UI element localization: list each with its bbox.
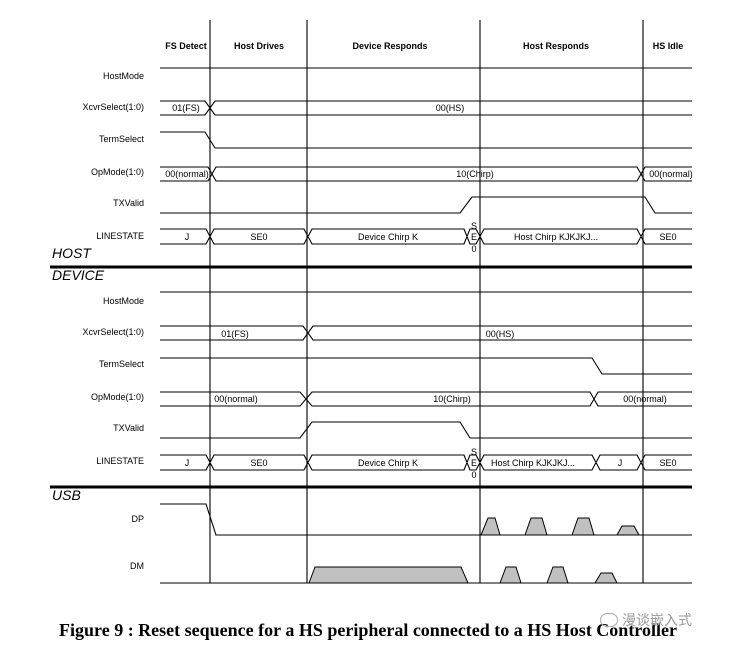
device-linestate-device-chirp: Device Chirp K (358, 458, 418, 468)
host-txvalid-trace (160, 196, 692, 214)
device-opmode-chirp-value: 10(Chirp) (433, 394, 471, 404)
phase-host-drives: Host Drives (234, 41, 284, 51)
figure-caption: Figure 9 : Reset sequence for a HS perip… (59, 620, 677, 640)
device-opmode-normal-value: 00(normal) (214, 394, 258, 404)
chat-bubble-icon (600, 613, 618, 627)
device-xcvr-trace (160, 325, 692, 341)
usb-signal-dp: DP (131, 514, 144, 524)
device-se0-0: 0 (471, 470, 476, 480)
host-signal-termselect: TermSelect (99, 134, 145, 144)
device-signal-xcvrselect: XcvrSelect(1:0) (82, 327, 144, 337)
dm-device-chirp (308, 566, 469, 584)
device-signal-termselect: TermSelect (99, 359, 145, 369)
usb-signal-dm: DM (130, 561, 144, 571)
host-linestate-end-se0: SE0 (659, 232, 676, 242)
host-opmode-normal-value: 00(normal) (165, 169, 209, 179)
device-linestate-trace (160, 454, 692, 471)
dp-pulse-4 (616, 525, 640, 536)
device-se0-s: S (471, 447, 477, 457)
host-signal-opmode: OpMode(1:0) (91, 167, 144, 177)
device-xcvr-fs-value: 01(FS) (221, 329, 249, 339)
device-signal-opmode: OpMode(1:0) (91, 392, 144, 402)
host-signal-linestate: LINESTATE (96, 231, 144, 241)
host-opmode-normal-end-value: 00(normal) (649, 169, 693, 179)
dp-pulse-3 (571, 517, 595, 536)
host-opmode-trace (160, 166, 692, 182)
device-opmode-normal-end-value: 00(normal) (623, 394, 667, 404)
device-txvalid-trace (160, 421, 692, 439)
section-device: DEVICE (52, 267, 105, 283)
device-linestate-j: J (185, 458, 190, 468)
usb-dp-trace (160, 503, 692, 536)
host-linestate-trace (160, 228, 692, 245)
device-linestate-j2: J (618, 458, 623, 468)
device-linestate-se0: SE0 (250, 458, 267, 468)
phase-host-responds: Host Responds (523, 41, 589, 51)
host-linestate-j: J (185, 232, 190, 242)
phase-hs-idle: HS Idle (653, 41, 684, 51)
device-opmode-trace (160, 391, 692, 407)
host-linestate-se0: SE0 (250, 232, 267, 242)
host-xcvr-hs-value: 00(HS) (436, 103, 465, 113)
host-se0-0: 0 (471, 244, 476, 254)
dm-pulse-3 (594, 572, 618, 584)
host-opmode-chirp-value: 10(Chirp) (456, 169, 494, 179)
device-xcvr-hs-value: 00(HS) (486, 329, 515, 339)
device-signal-txvalid: TXValid (113, 423, 144, 433)
watermark-text: 漫谈嵌入式 (622, 613, 692, 629)
dm-pulse-1 (499, 566, 522, 584)
device-signal-hostmode: HostMode (103, 296, 144, 306)
host-se0-s: S (471, 221, 477, 231)
dp-pulse-1 (480, 517, 501, 536)
host-xcvr-fs-value: 01(FS) (172, 103, 200, 113)
host-signal-txvalid: TXValid (113, 198, 144, 208)
host-linestate-device-chirp: Device Chirp K (358, 232, 418, 242)
device-signal-linestate: LINESTATE (96, 456, 144, 466)
device-linestate-host-chirp: Host Chirp KJKJKJ... (491, 458, 575, 468)
device-linestate-end-se0: SE0 (659, 458, 676, 468)
phase-fs-detect: FS Detect (165, 41, 207, 51)
section-usb: USB (52, 487, 81, 503)
host-signal-hostmode: HostMode (103, 71, 144, 81)
host-linestate-host-chirp: Host Chirp KJKJKJ... (514, 232, 598, 242)
device-termselect-trace (160, 357, 692, 375)
dm-pulse-2 (546, 566, 569, 584)
host-signal-xcvrselect: XcvrSelect(1:0) (82, 102, 144, 112)
watermark: 漫谈嵌入式 (600, 610, 692, 630)
host-termselect-trace (160, 131, 692, 149)
dp-pulse-2 (524, 517, 548, 536)
host-xcvr-trace (160, 100, 692, 116)
device-se0-e: E (471, 458, 477, 468)
host-se0-e: E (471, 232, 477, 242)
section-host: HOST (52, 245, 92, 261)
phase-device-responds: Device Responds (352, 41, 427, 51)
